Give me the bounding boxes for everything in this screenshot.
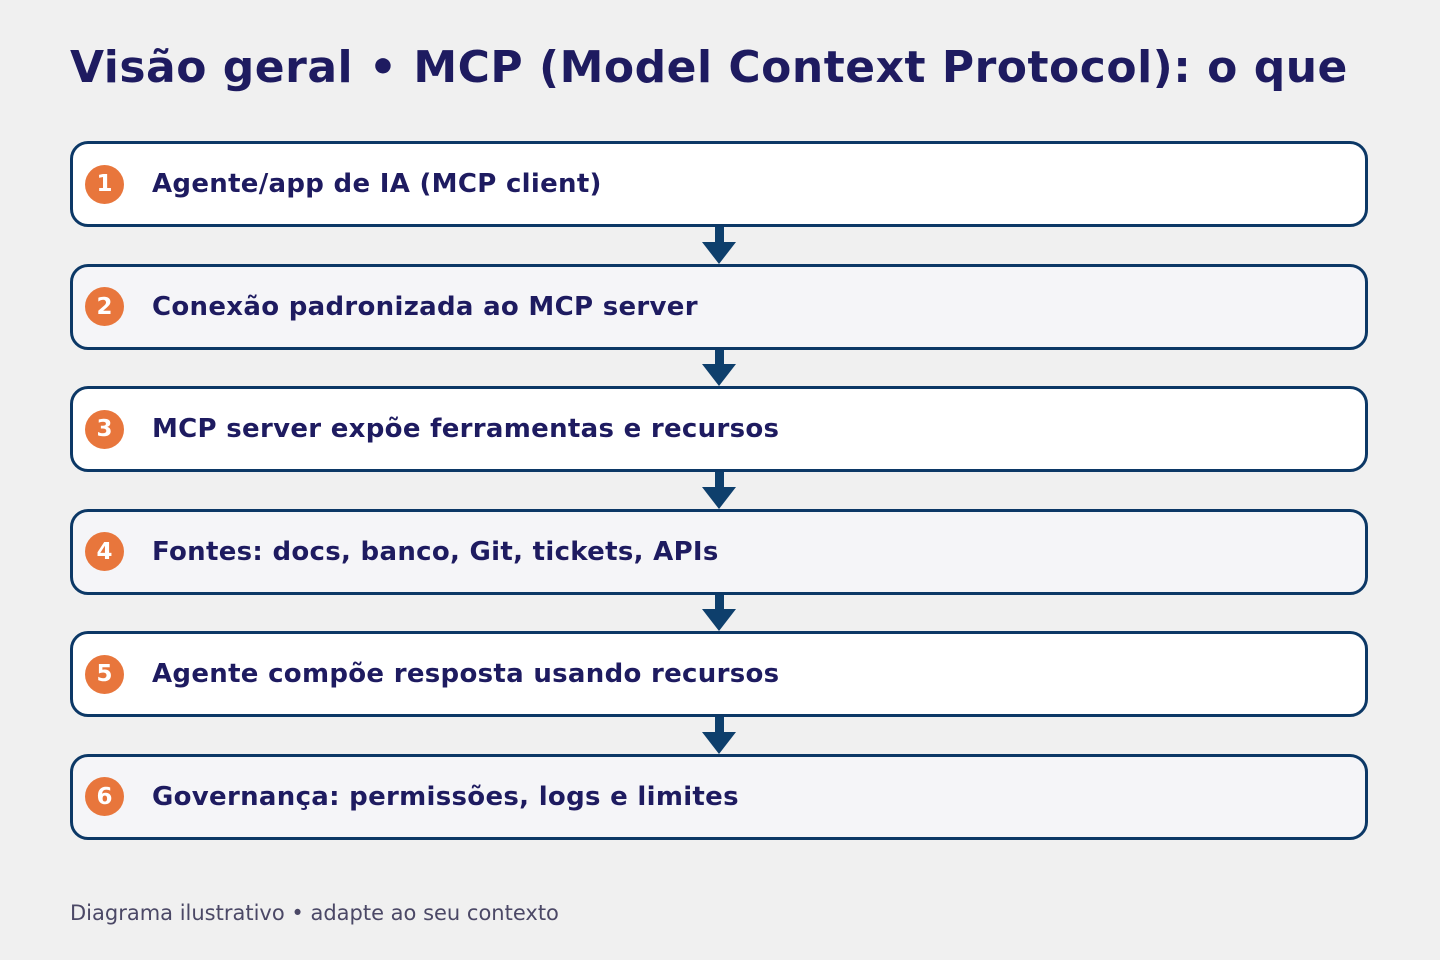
arrow-stem — [714, 594, 724, 609]
arrow-stem — [714, 349, 724, 364]
arrow-stem — [714, 717, 724, 732]
flow-diagram: 1 Agente/app de IA (MCP client) 2 Conexã… — [70, 141, 1368, 840]
arrow-stem — [714, 227, 724, 242]
step-box-1: 1 Agente/app de IA (MCP client) — [70, 141, 1368, 227]
step-label: Governança: permissões, logs e limites — [152, 781, 739, 812]
arrow-stem — [714, 472, 724, 487]
step-label: Agente/app de IA (MCP client) — [152, 169, 602, 199]
step-number-badge: 3 — [85, 409, 124, 449]
step-number-badge: 1 — [85, 164, 124, 204]
down-arrow-icon — [70, 227, 1368, 264]
down-arrow-icon — [70, 472, 1368, 509]
step-label: Agente compõe resposta usando recursos — [152, 659, 780, 689]
arrow-head — [702, 364, 736, 386]
step-label: MCP server expõe ferramentas e recursos — [152, 414, 780, 444]
down-arrow-icon — [70, 594, 1368, 631]
down-arrow-icon — [70, 717, 1368, 754]
arrow-head — [702, 609, 736, 631]
step-label: Fontes: docs, banco, Git, tickets, APIs — [152, 536, 719, 567]
page-title: Visão geral • MCP (Model Context Protoco… — [70, 42, 1348, 93]
step-box-2: 2 Conexão padronizada ao MCP server — [70, 263, 1368, 350]
step-label: Conexão padronizada ao MCP server — [152, 291, 698, 322]
footer-caption: Diagrama ilustrativo • adapte ao seu con… — [70, 901, 559, 925]
step-box-4: 4 Fontes: docs, banco, Git, tickets, API… — [70, 508, 1368, 595]
step-box-3: 3 MCP server expõe ferramentas e recurso… — [70, 386, 1368, 472]
step-number-badge: 6 — [85, 777, 124, 816]
arrow-head — [702, 731, 736, 754]
step-number-badge: 4 — [85, 532, 124, 571]
step-number-badge: 2 — [85, 287, 124, 326]
step-number-badge: 5 — [85, 654, 124, 694]
arrow-head — [702, 241, 736, 264]
down-arrow-icon — [70, 349, 1368, 386]
step-box-5: 5 Agente compõe resposta usando recursos — [70, 631, 1368, 717]
arrow-head — [702, 486, 736, 509]
step-box-6: 6 Governança: permissões, logs e limites — [70, 753, 1368, 840]
